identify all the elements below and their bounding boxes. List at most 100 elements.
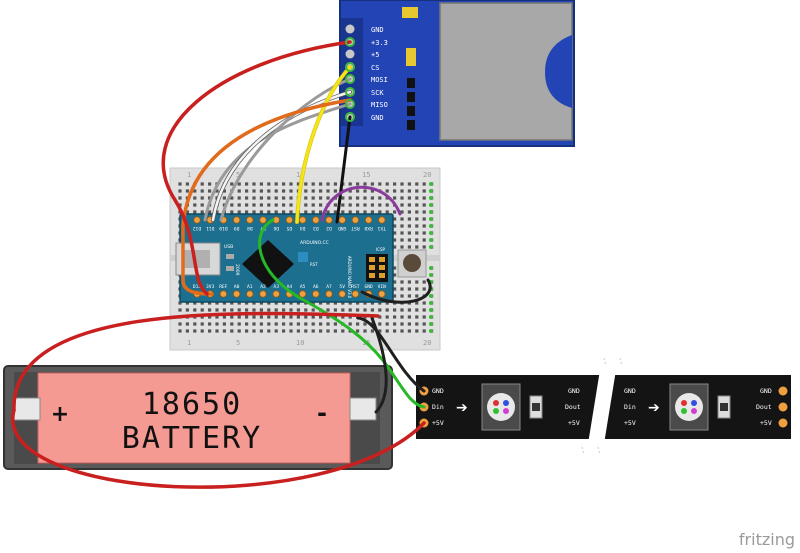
breadboard-hole	[319, 196, 323, 200]
breadboard-hole	[348, 210, 352, 214]
breadboard-hole	[422, 329, 426, 333]
battery-label-line2: BATTERY	[122, 421, 262, 456]
breadboard-hole	[356, 196, 360, 200]
data-flow-arrow-icon: ➔	[648, 400, 660, 416]
breadboard-hole	[274, 315, 278, 319]
breadboard-hole	[304, 182, 308, 186]
breadboard-hole	[415, 210, 419, 214]
breadboard-hole	[415, 294, 419, 298]
nano-bottom-pin-label: REF	[219, 284, 228, 290]
breadboard-hole	[252, 196, 256, 200]
nano-bottom-pin-label: A6	[313, 284, 319, 290]
breadboard-hole	[393, 245, 397, 249]
nano-pin-pad	[378, 216, 386, 224]
breadboard-hole	[304, 196, 308, 200]
wire-sd-power	[161, 40, 352, 296]
breadboard-hole	[259, 210, 263, 214]
breadboard-hole	[400, 210, 404, 214]
sd-pin-label: +3.3	[371, 39, 388, 47]
nano-pin-pad	[338, 290, 346, 298]
strip-in-label: GND	[432, 387, 444, 395]
breadboard-hole	[230, 301, 234, 305]
breadboard-hole	[319, 210, 323, 214]
breadboard-hole	[185, 322, 189, 326]
nano-bottom-pin-label: A7	[326, 284, 332, 290]
breadboard-hole	[178, 322, 182, 326]
rgb-led-2	[669, 383, 731, 431]
sd-pin-label: +5	[371, 51, 379, 59]
breadboard-hole	[363, 308, 367, 312]
breadboard-hole	[407, 245, 411, 249]
breadboard-hole	[400, 231, 404, 235]
breadboard-hole	[415, 203, 419, 207]
breadboard-hole	[356, 322, 360, 326]
breadboard-hole-highlight	[429, 245, 433, 249]
breadboard-hole	[319, 322, 323, 326]
breadboard-hole	[200, 189, 204, 193]
breadboard-hole	[311, 203, 315, 207]
breadboard-hole	[326, 315, 330, 319]
breadboard-hole	[252, 182, 256, 186]
breadboard-hole	[341, 315, 345, 319]
breadboard-hole	[289, 301, 293, 305]
breadboard-hole	[407, 329, 411, 333]
breadboard-hole	[237, 210, 241, 214]
breadboard-hole	[311, 189, 315, 193]
breadboard-hole	[237, 196, 241, 200]
push-button	[397, 249, 427, 278]
breadboard-hole	[230, 308, 234, 312]
breadboard-hole	[259, 322, 263, 326]
breadboard-hole	[274, 322, 278, 326]
breadboard-hole	[356, 301, 360, 305]
breadboard-hole	[252, 203, 256, 207]
breadboard-hole	[407, 196, 411, 200]
breadboard-hole	[422, 301, 426, 305]
breadboard-hole	[415, 189, 419, 193]
breadboard-hole	[363, 182, 367, 186]
breadboard-hole	[282, 329, 286, 333]
breadboard-hole-highlight	[429, 329, 433, 333]
breadboard-hole	[267, 315, 271, 319]
nano-top-pin-label: D3	[313, 225, 319, 231]
breadboard-hole	[385, 182, 389, 186]
breadboard-hole	[378, 182, 382, 186]
breadboard-hole	[422, 231, 426, 235]
breadboard-hole	[393, 322, 397, 326]
breadboard-hole	[400, 189, 404, 193]
breadboard-hole-highlight	[429, 224, 433, 228]
breadboard-hole	[363, 210, 367, 214]
breadboard-hole	[370, 308, 374, 312]
breadboard-hole	[385, 189, 389, 193]
breadboard-hole	[415, 315, 419, 319]
breadboard-hole	[296, 301, 300, 305]
breadboard-hole	[415, 182, 419, 186]
breadboard-hole	[326, 308, 330, 312]
breadboard-hole	[415, 301, 419, 305]
breadboard-hole	[415, 231, 419, 235]
breadboard-hole	[415, 329, 419, 333]
breadboard-hole	[289, 322, 293, 326]
wire-data-din	[258, 218, 426, 409]
nano-pin-pad	[351, 290, 360, 298]
breadboard-hole	[400, 322, 404, 326]
breadboard-hole	[333, 315, 337, 319]
breadboard-hole	[422, 245, 426, 249]
sd-pin-label: GND	[371, 114, 384, 122]
nano-brand: ARDUINO.CC	[300, 240, 329, 246]
breadboard-hole	[289, 315, 293, 319]
breadboard-hole	[407, 189, 411, 193]
sd-pin-label: SCK	[371, 89, 384, 97]
breadboard-hole	[326, 196, 330, 200]
breadboard-hole	[407, 203, 411, 207]
breadboard-hole	[407, 315, 411, 319]
wire-sd-cs	[295, 65, 352, 224]
breadboard-hole	[289, 182, 293, 186]
breadboard-hole	[267, 210, 271, 214]
nano-pin-pad	[298, 216, 307, 224]
sd-pin-label: CS	[371, 64, 379, 72]
breadboard-hole	[267, 329, 271, 333]
breadboard-hole	[407, 224, 411, 228]
nano-top-pin-label: D11	[206, 225, 215, 231]
nano-bottom-pin-label: A0	[234, 284, 240, 290]
breadboard-hole	[185, 308, 189, 312]
